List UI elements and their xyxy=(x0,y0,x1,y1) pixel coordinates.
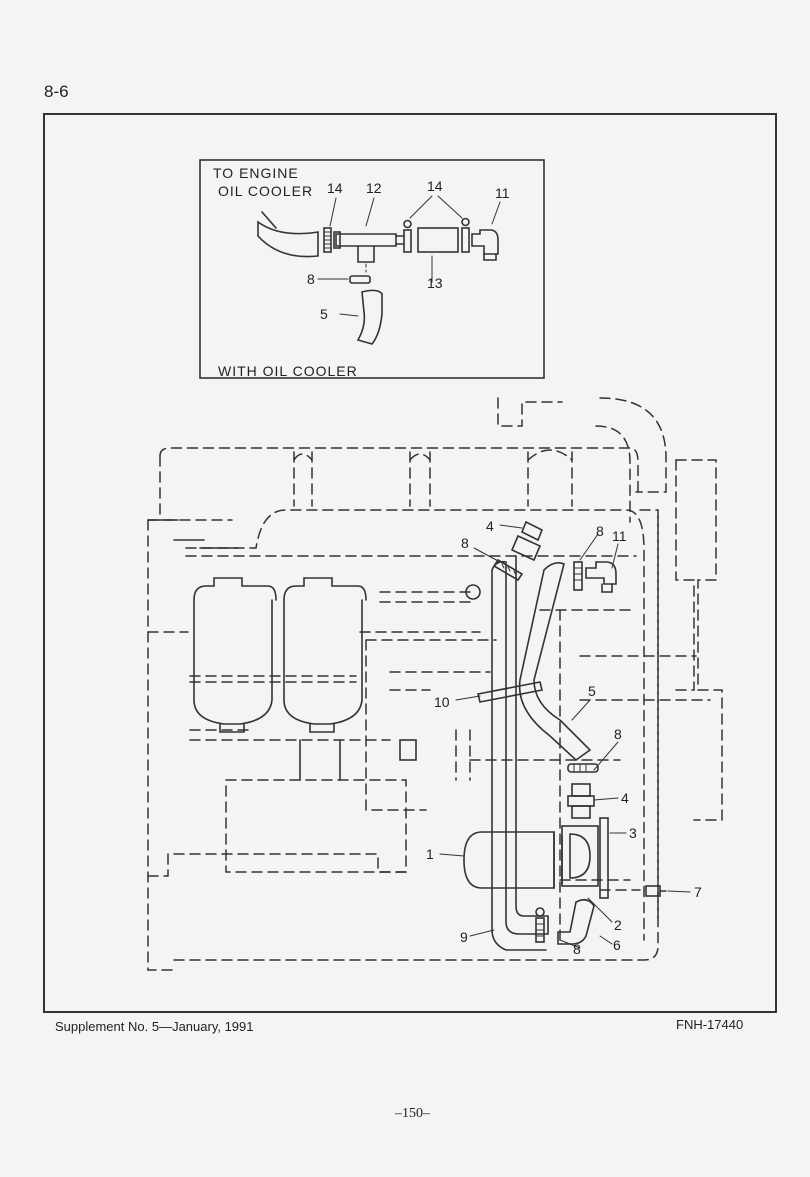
elbow-11-top xyxy=(585,561,617,593)
callout-8-upper: 8 xyxy=(461,535,469,551)
rod-10 xyxy=(477,681,543,703)
elbow-fitting xyxy=(471,229,499,255)
fuel-filter-left xyxy=(193,599,273,725)
clamp-8-top xyxy=(573,561,583,591)
thermostat-housing xyxy=(561,817,609,899)
callout-4-lower: 4 xyxy=(621,790,629,806)
callout-2: 2 xyxy=(614,917,622,933)
inset-callout-12: 12 xyxy=(366,180,382,196)
section-number: 8-6 xyxy=(44,82,69,101)
oil-filter-1 xyxy=(463,831,563,889)
callout-10: 10 xyxy=(434,694,450,710)
hose-5 xyxy=(356,289,383,345)
callout-8-lower: 8 xyxy=(573,941,581,957)
callout-11: 11 xyxy=(612,528,627,544)
callout-7: 7 xyxy=(694,884,702,900)
supplement-note: Supplement No. 5—January, 1991 xyxy=(55,1019,254,1034)
inset-panel: TO ENGINE OIL COOLER WITH OIL COOLER xyxy=(199,159,545,379)
bypass-hose-9 xyxy=(491,555,549,951)
hose-clamp xyxy=(461,227,470,253)
tee-fitting xyxy=(335,233,397,263)
inset-callout-13: 13 xyxy=(427,275,443,291)
inset-title-line2: OIL COOLER xyxy=(218,183,313,199)
clamp-8-upper xyxy=(492,558,524,582)
clamp-8-lower xyxy=(535,907,545,943)
callout-4-upper: 4 xyxy=(486,518,494,534)
engine-phantom-outline xyxy=(147,397,723,971)
connector-4-lower xyxy=(567,783,595,819)
bolt-7 xyxy=(645,885,667,897)
inset-title-line1: TO ENGINE xyxy=(213,165,299,181)
callout-1: 1 xyxy=(426,846,434,862)
callout-8-top: 8 xyxy=(596,523,604,539)
diagram-frame xyxy=(43,113,777,1013)
inset-callout-14a: 14 xyxy=(327,180,343,196)
engine-solid-lines xyxy=(147,519,481,781)
inset-callout-14b: 14 xyxy=(427,178,443,194)
elbow-6 xyxy=(557,898,595,945)
short-hose xyxy=(417,227,459,253)
callout-8-middle: 8 xyxy=(614,726,622,742)
inset-callout-8: 8 xyxy=(307,271,315,287)
callout-9: 9 xyxy=(460,929,468,945)
upper-hose-5 xyxy=(518,562,592,762)
inset-callout-5: 5 xyxy=(320,306,328,322)
page-number: –150– xyxy=(395,1106,430,1121)
port xyxy=(465,584,481,600)
callout-3: 3 xyxy=(629,825,637,841)
hose-clamp xyxy=(349,275,371,284)
connector-4-upper xyxy=(510,520,544,562)
hose-clamp xyxy=(403,229,412,253)
clamp-8-middle xyxy=(567,763,599,773)
leader xyxy=(261,211,277,229)
inset-callout-11: 11 xyxy=(495,185,510,201)
inset-caption: WITH OIL COOLER xyxy=(218,363,358,379)
callout-6: 6 xyxy=(613,937,621,953)
oil-cooler-hose xyxy=(257,220,319,258)
callout-5: 5 xyxy=(588,683,596,699)
figure-id: FNH-17440 xyxy=(676,1017,744,1032)
callout-leaders xyxy=(439,524,691,949)
fuel-filter-right xyxy=(283,599,363,725)
